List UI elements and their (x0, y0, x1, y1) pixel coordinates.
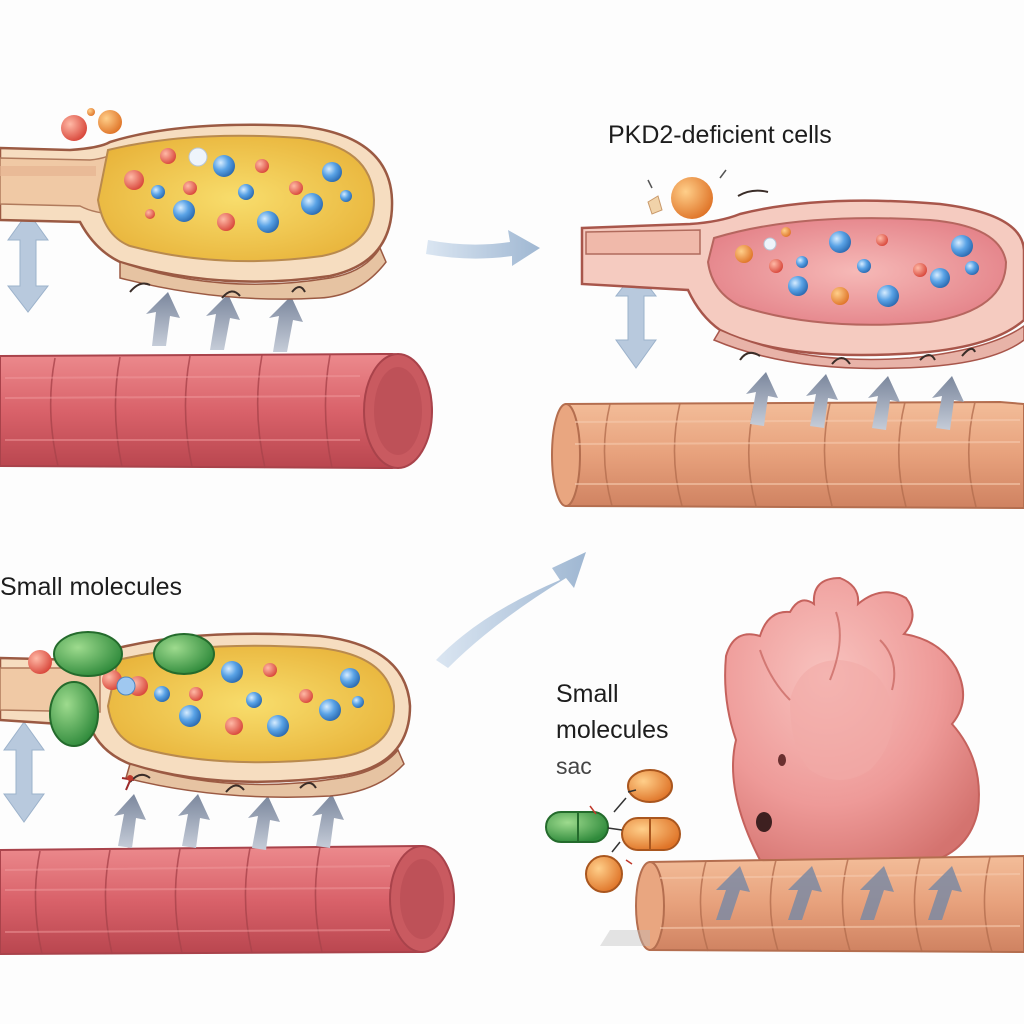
drug-molecules-bottom-left (28, 631, 215, 747)
panel-bottom-left (0, 631, 456, 956)
pkd2-cells-label: PKD2-deficient cells (608, 121, 832, 149)
escaping-molecules-top-left (61, 108, 122, 141)
muscle-bundle-top-right (551, 400, 1024, 510)
transition-arrow-right (426, 230, 540, 266)
drug-capsules-bottom-right (545, 769, 681, 893)
up-arrows-top-left (146, 292, 303, 352)
panel-top-left (0, 108, 434, 470)
muscle-bundle-top-left (0, 352, 434, 470)
up-arrows-top-right (746, 372, 964, 430)
vessel-top-left (0, 123, 394, 300)
double-arrow-top-right (614, 269, 658, 369)
arrows-in-muscle-bottom-right (716, 866, 962, 920)
escaping-molecules-top-right (647, 169, 769, 219)
particles-top-right (735, 227, 979, 307)
small-molecules-label-left: Small molecules (0, 573, 183, 601)
double-arrow-top-left (6, 211, 50, 313)
muscle-bundle-bottom-left (0, 844, 456, 956)
small-molecules-label-right-line1: Small (556, 680, 619, 708)
panel-bottom-right (545, 576, 1024, 954)
up-arrows-bottom-left (114, 794, 344, 850)
heart (724, 576, 980, 864)
double-arrow-bottom-left (3, 721, 45, 823)
particles-top-left (124, 147, 352, 233)
small-molecules-label-right-line2: molecules (556, 716, 669, 744)
transition-arrow-curved (436, 552, 586, 668)
sac-label: sac (556, 753, 592, 779)
panel-top-right (551, 169, 1024, 510)
